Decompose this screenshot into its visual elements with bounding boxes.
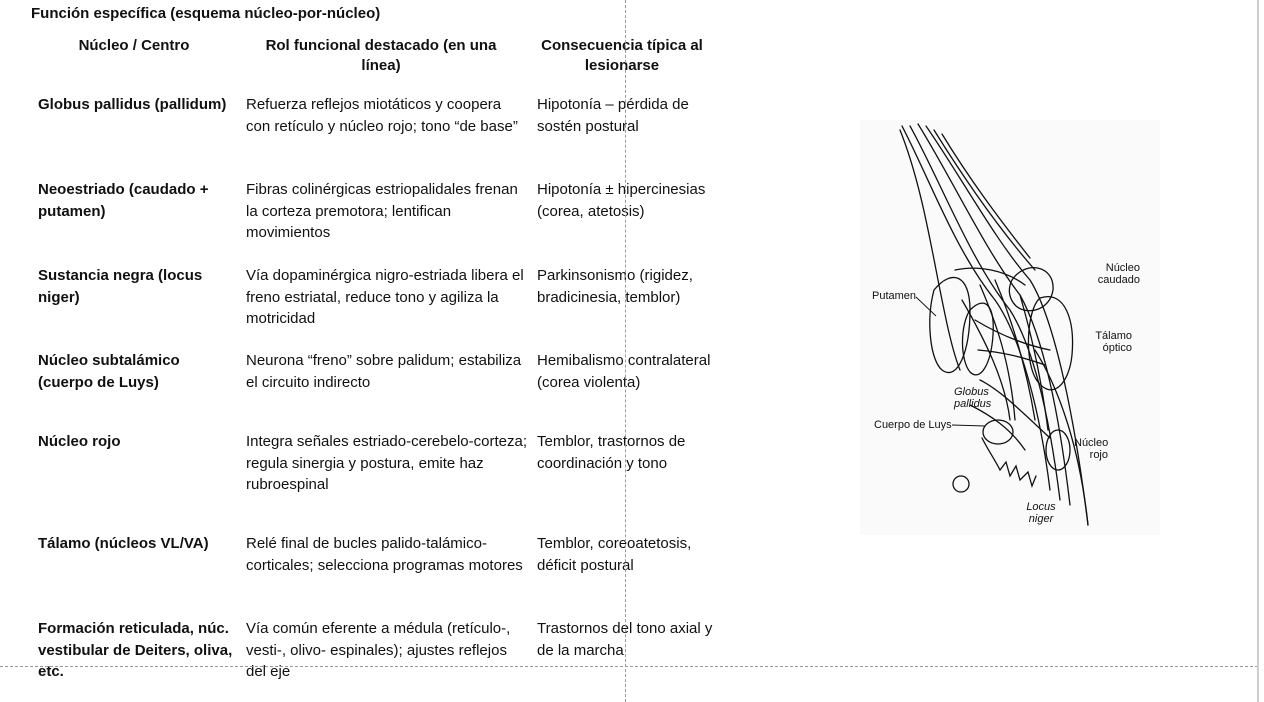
- cell-consecuencia: Temblor, trastornos de coordinación y to…: [537, 433, 686, 472]
- cell-consecuencia: Hipotonía ± hipercinesias (corea, atetos…: [537, 181, 706, 220]
- section-heading: Función específica (esquema núcleo-por-n…: [31, 5, 381, 22]
- basal-ganglia-drawing: [899, 123, 1089, 526]
- column-header-consecuencia: Consecuencia típica al lesionarse: [541, 37, 703, 74]
- label-globus-pallidus: Globus pallidus: [954, 386, 992, 410]
- cell-rol: Integra señales estriado-cerebelo-cortez…: [246, 433, 527, 493]
- cell-consecuencia: Trastornos del tono axial y de la marcha: [537, 620, 713, 659]
- cell-nucleo: Tálamo (núcleos VL/VA): [38, 535, 209, 552]
- cell-rol: Fibras colinérgicas estriopalidales fren…: [246, 181, 518, 241]
- basal-ganglia-figure: Núcleo caudado Putamen Tálamo óptico Glo…: [860, 120, 1160, 535]
- column-header-rol: Rol funcional destacado (en una línea): [265, 37, 497, 74]
- cell-nucleo: Globus pallidus (pallidum): [38, 96, 227, 113]
- label-nucleo-caudado: Núcleo caudado: [1097, 262, 1140, 286]
- label-nucleo-rojo: Núcleo rojo: [1074, 437, 1109, 461]
- viewport-edge: [1257, 0, 1259, 702]
- cell-consecuencia: Hemibalismo contralateral (corea violent…: [537, 352, 711, 391]
- cell-rol: Relé final de bucles palido-talámico-cor…: [246, 535, 523, 574]
- cell-rol: Refuerza reflejos miotáticos y coopera c…: [246, 96, 518, 135]
- label-putamen: Putamen: [872, 290, 917, 302]
- label-cuerpo-de-luys: Cuerpo de Luys: [874, 419, 952, 431]
- cell-rol: Vía dopaminérgica nigro-estriada libera …: [246, 267, 524, 327]
- label-locus-niger: Locus niger: [1026, 501, 1056, 525]
- cell-nucleo: Núcleo subtalámico (cuerpo de Luys): [38, 352, 180, 391]
- cell-consecuencia: Hipotonía – pérdida de sostén postural: [537, 96, 689, 135]
- page-break-line: [0, 666, 1258, 667]
- cell-rol: Vía común eferente a médula (retículo-, …: [246, 620, 511, 680]
- label-talamo-optico: Tálamo óptico: [1095, 330, 1132, 354]
- cell-consecuencia: Parkinsonismo (rigidez, bradicinesia, te…: [537, 267, 693, 306]
- cell-nucleo: Sustancia negra (locus niger): [38, 267, 203, 306]
- cell-rol: Neurona “freno” sobre palidum; estabiliz…: [246, 352, 522, 391]
- page-guide-vertical: [625, 0, 626, 702]
- cell-nucleo: Neoestriado (caudado + putamen): [38, 181, 209, 220]
- column-header-nucleo: Núcleo / Centro: [78, 37, 190, 54]
- cell-consecuencia: Temblor, coreoatetosis, déficit postural: [537, 535, 692, 574]
- cell-nucleo: Núcleo rojo: [38, 433, 121, 450]
- cell-nucleo: Formación reticulada, núc. vestibular de…: [38, 620, 233, 680]
